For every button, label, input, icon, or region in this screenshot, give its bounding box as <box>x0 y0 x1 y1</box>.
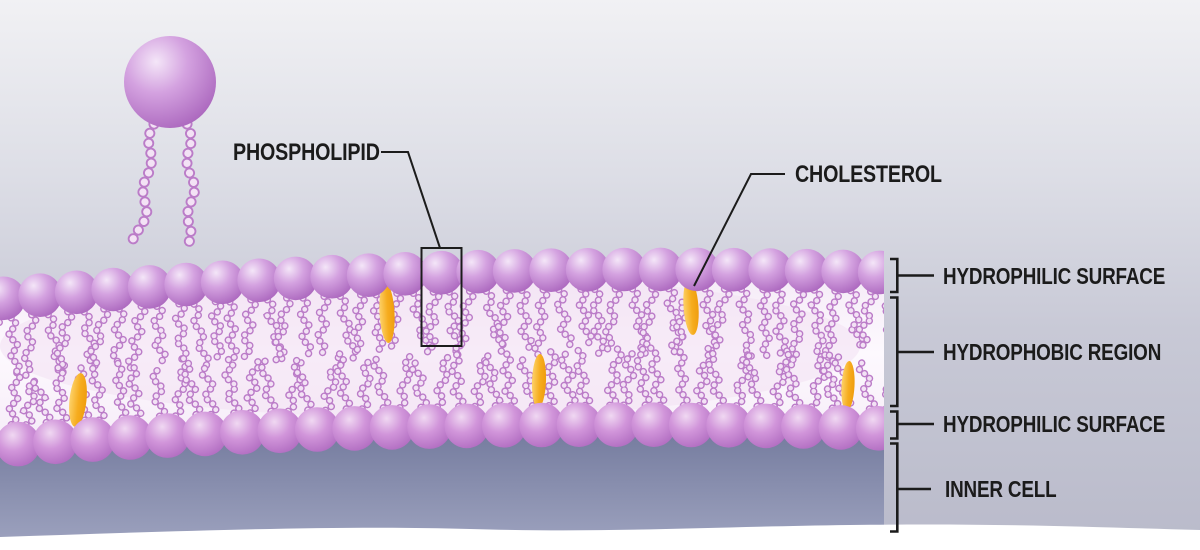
phospholipid-head <box>631 402 677 448</box>
phospholipid-head <box>332 406 377 451</box>
phospholipid-label: PHOSPHOLIPID <box>233 139 380 166</box>
cholesterol-molecule <box>531 354 547 408</box>
phospholipid-head <box>346 253 391 297</box>
phospholipid-head <box>200 260 245 305</box>
phospholipid-head <box>182 411 228 457</box>
cholesterol-molecule <box>841 361 855 411</box>
phospholipid-head <box>556 402 602 448</box>
phospholipid-head <box>492 249 537 293</box>
phospholipid-head <box>456 249 500 294</box>
phospholipid-head <box>383 251 427 296</box>
phospholipid-head <box>145 413 190 458</box>
phospholipid-head <box>0 421 41 467</box>
hydrophilic-surface-bottom-label: HYDROPHILIC SURFACE <box>943 411 1166 437</box>
head-row-bottom <box>0 402 884 467</box>
phospholipid-head <box>70 417 116 462</box>
phospholipid-head <box>821 249 865 294</box>
phospholipid-head <box>781 404 826 449</box>
phospholipid-head <box>444 403 490 449</box>
phospholipid-tails <box>0 278 884 435</box>
phospholipid-head <box>273 256 318 301</box>
phospholipid-head <box>124 36 216 128</box>
phospholipid-head <box>594 402 639 448</box>
phospholipid-head <box>0 276 26 321</box>
inner-cell-label: INNER CELL <box>945 476 1057 502</box>
phospholipid-head <box>91 267 135 312</box>
phospholipid-head <box>519 402 564 448</box>
hydrophobic-region-label: HYDROPHOBIC REGION <box>943 339 1162 365</box>
phospholipid-head <box>529 248 573 292</box>
phospholipid-head <box>602 247 646 292</box>
phospholipid-head <box>855 406 884 451</box>
phospholipid-head <box>18 273 62 318</box>
cholesterol-label: CHOLESTEROL <box>795 161 942 188</box>
membrane-layers <box>0 247 884 550</box>
phospholipid-head <box>127 265 172 309</box>
phospholipid-head <box>565 247 610 292</box>
phospholipid-head <box>481 403 527 448</box>
phospholipid-head <box>638 247 683 292</box>
cholesterol-molecule <box>683 279 699 335</box>
hydrophilic-surface-top-label: HYDROPHILIC SURFACE <box>943 263 1166 289</box>
cholesterol-molecules <box>69 279 855 427</box>
phospholipid-head <box>407 404 452 449</box>
phospholipid-head <box>54 270 99 315</box>
phospholipid-head <box>857 250 884 295</box>
inner-cell-region <box>0 428 884 550</box>
phospholipid-head <box>164 262 208 307</box>
phospholipid-head <box>107 415 153 460</box>
phospholipid-head <box>33 419 78 465</box>
phospholipid-head <box>369 405 415 450</box>
phospholipid-head <box>220 410 265 455</box>
cholesterol-molecule <box>69 373 87 427</box>
cholesterol-molecule <box>379 283 395 343</box>
phospholipid-head <box>784 248 829 293</box>
phospholipid-head <box>743 403 789 449</box>
phospholipid-head <box>668 402 714 448</box>
phospholipid-head <box>818 405 864 450</box>
phospholipid-head <box>294 407 340 452</box>
phospholipid-head <box>257 408 303 454</box>
phospholipid-head <box>310 254 354 299</box>
phospholipid-head <box>706 403 751 448</box>
phospholipid-head <box>237 258 281 303</box>
free-phospholipid <box>124 36 216 252</box>
